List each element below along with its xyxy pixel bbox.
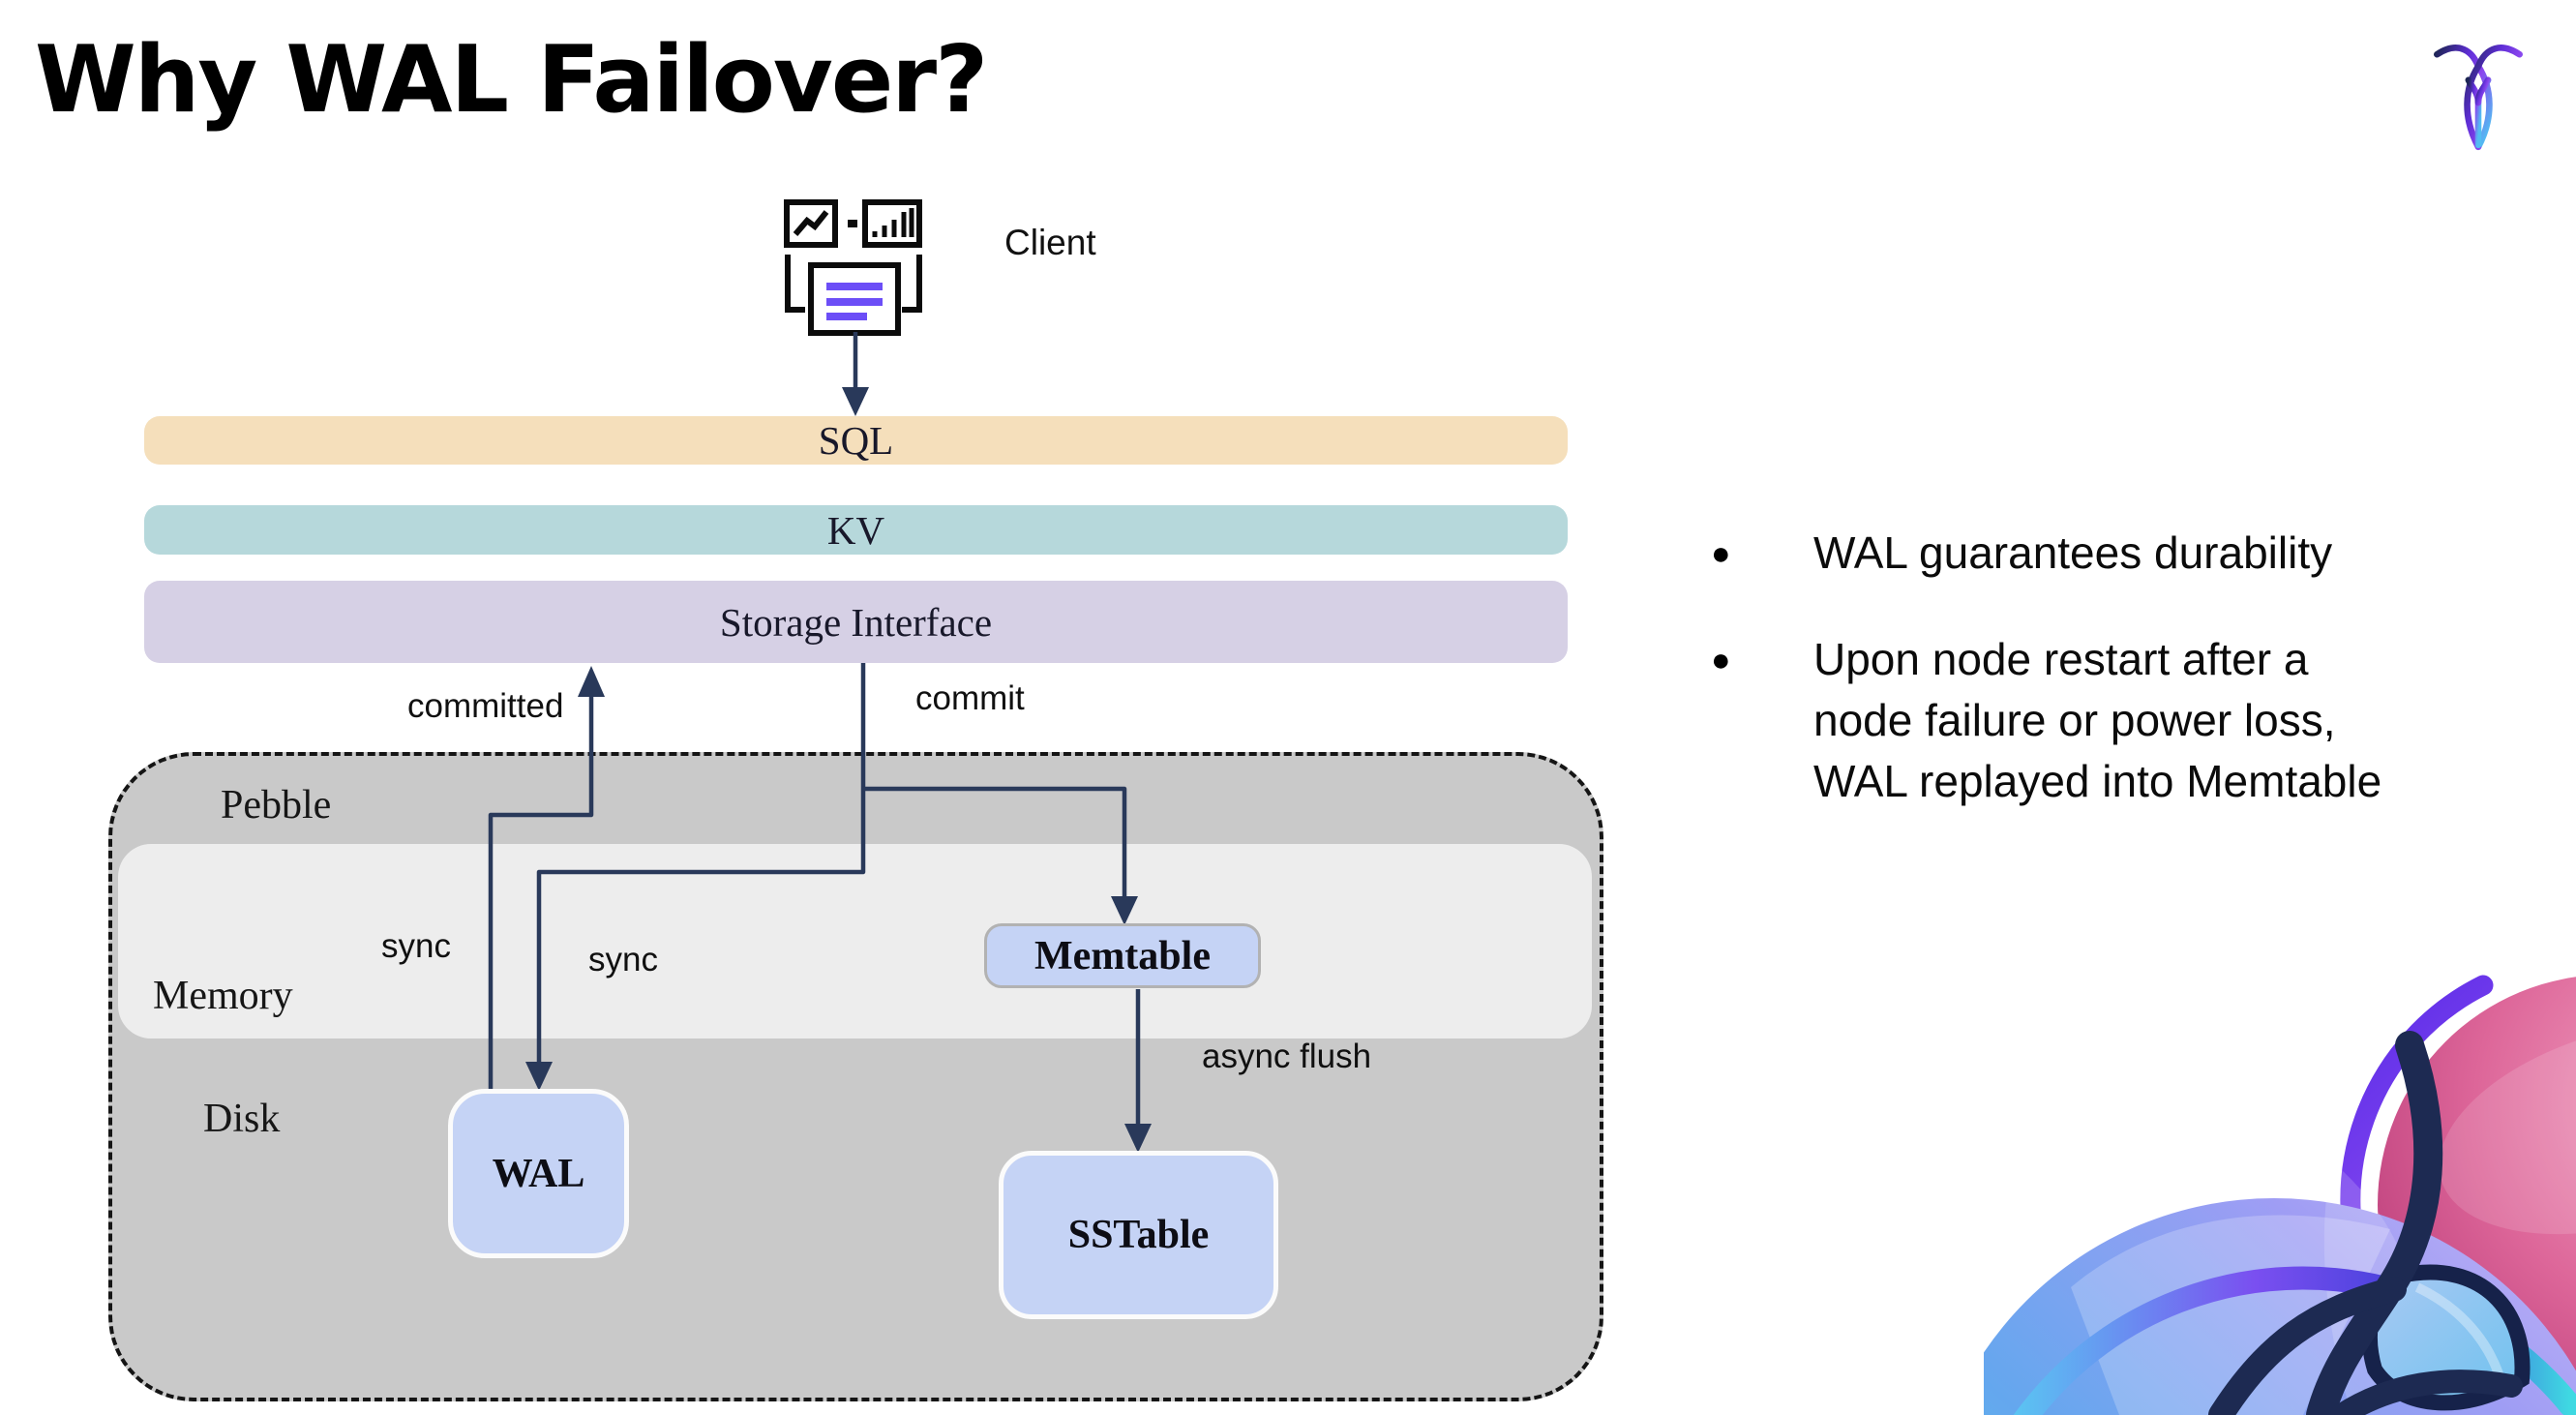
bullet-text: WAL guarantees durability (1813, 527, 2333, 578)
bullet-dot: ● (1711, 642, 1731, 678)
memory-band (118, 844, 1592, 1039)
arrow-heads (525, 387, 1152, 1153)
layer-storage-interface-label: Storage Interface (719, 599, 993, 645)
edge-label-commit: commit (915, 679, 1025, 717)
memtable-node: Memtable (984, 923, 1261, 988)
edge-label-sync-right: sync (588, 941, 658, 978)
commit-to-wal-arrow (536, 663, 866, 1064)
client-label: Client (1004, 223, 1096, 262)
edge-label-committed: committed (407, 687, 564, 725)
bullet-list: ● WAL guarantees durability ● Upon node … (1711, 523, 2475, 857)
sstable-node-label: SSTable (1067, 1213, 1210, 1257)
layer-storage-interface: Storage Interface (144, 581, 1568, 663)
memtable-node-label: Memtable (1034, 933, 1211, 978)
wal-node: WAL (448, 1089, 629, 1258)
wal-node-label: WAL (492, 1151, 585, 1196)
document-lines (826, 283, 883, 320)
bullet-item: ● Upon node restart after a node failure… (1711, 629, 2475, 812)
layer-sql: SQL (144, 416, 1568, 465)
layer-kv: KV (144, 505, 1568, 555)
pebble-label: Pebble (221, 783, 332, 828)
committed-arrow (488, 695, 594, 1089)
layer-kv-label: KV (826, 507, 885, 553)
memory-label: Memory (153, 974, 293, 1018)
page-title: Why WAL Failover? (35, 27, 988, 134)
disk-label: Disk (203, 1097, 281, 1141)
commit-to-memtable-arrow (863, 786, 1127, 898)
brand-artwork (1984, 975, 2576, 1415)
bullet-text: Upon node restart after a node failure o… (1813, 634, 2382, 806)
sstable-node: SSTable (999, 1151, 1278, 1319)
edge-label-sync-left: sync (381, 927, 451, 965)
cockroach-logo-icon (2434, 45, 2523, 151)
edge-label-async-flush: async flush (1202, 1038, 1372, 1075)
bullet-item: ● WAL guarantees durability (1711, 523, 2475, 585)
layer-sql-label: SQL (818, 418, 894, 463)
bullet-dot: ● (1711, 535, 1731, 572)
